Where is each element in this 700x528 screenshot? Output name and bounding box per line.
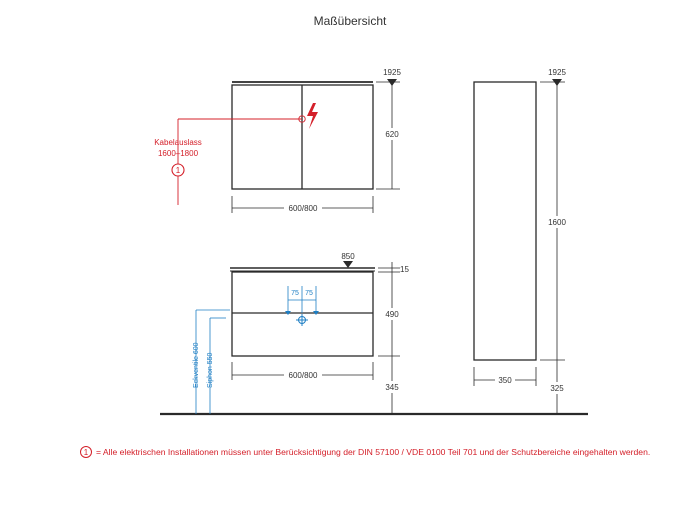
page-title: Maßübersicht [313, 14, 387, 28]
mirror-top-height: 1925 [383, 68, 401, 77]
drain-spacing-left: 75 [291, 290, 299, 297]
circle-number-icon: 1 [80, 446, 92, 458]
tall-cabinet-height: 1600 [548, 218, 566, 227]
tall-cabinet-width: 350 [498, 376, 512, 385]
mirror-cabinet-height: 620 [385, 130, 399, 139]
tall-cabinet [473, 81, 537, 361]
cable-outlet-marker [177, 115, 306, 205]
angle-valve-label: Eckventile 600 [193, 342, 200, 388]
mirror-cabinet-width: 600/800 [289, 204, 318, 213]
tall-cabinet-dim-lines [473, 81, 565, 414]
mirror-cabinet [231, 81, 374, 190]
cable-outlet-range: 1600–1800 [158, 149, 199, 158]
tall-top-height: 1925 [548, 68, 566, 77]
siphon-cross-icon [296, 314, 308, 326]
circle-number-icon [171, 163, 185, 177]
vanity-floor-gap: 345 [385, 383, 399, 392]
mirror-cabinet-dim-lines [231, 81, 400, 213]
siphon-label: Siphon 550 [207, 352, 214, 388]
vanity-height: 490 [385, 310, 399, 319]
drain-spacing-right: 75 [305, 290, 313, 297]
vanity-top-thickness: 15 [400, 265, 409, 274]
valve-siphon-lines [195, 309, 230, 414]
vanity-top-height: 850 [341, 252, 355, 261]
vanity-unit [230, 267, 375, 357]
arrow-down-icon [343, 261, 353, 268]
arrow-down-icon [387, 79, 397, 86]
vanity-width: 600/800 [289, 371, 318, 380]
footnote: 1 = Alle elektrischen Installationen müs… [80, 446, 650, 458]
drain-spacing-lines [285, 286, 319, 315]
cable-outlet-label: Kabelauslass [154, 138, 202, 147]
vanity-dim-lines [231, 262, 400, 414]
lightning-icon [307, 103, 318, 129]
footnote-text: = Alle elektrischen Installationen müsse… [96, 447, 651, 457]
cable-outlet-note: 1 [176, 166, 181, 175]
arrow-down-icon [552, 79, 562, 86]
tall-floor-gap: 325 [550, 384, 564, 393]
